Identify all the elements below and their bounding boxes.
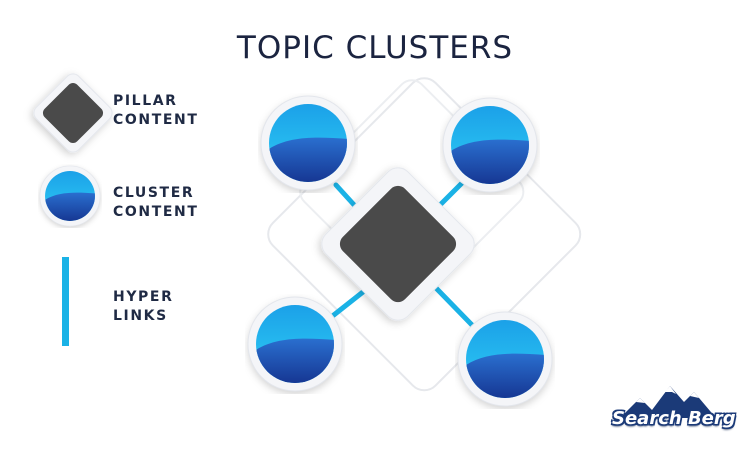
cluster-node-bottom-left	[248, 297, 342, 391]
cluster-node-bottom-right	[458, 312, 552, 406]
legend-links-line2: LINKS	[113, 308, 168, 324]
legend-pillar-label: PILLAR CONTENT	[113, 92, 233, 130]
legend-links-line1: HYPER	[113, 289, 174, 305]
pillar-node	[321, 167, 475, 321]
legend-cluster-icon	[40, 166, 100, 226]
hyperlink-line	[327, 285, 371, 321]
legend-cluster-label: CLUSTER CONTENT	[113, 184, 233, 222]
legend-pillar-line2: CONTENT	[113, 112, 199, 128]
legend-pillar-icon	[33, 73, 113, 153]
legend-pillar-line1: PILLAR	[113, 93, 178, 109]
cluster-node-top-right	[443, 98, 537, 192]
cluster-node-top-left	[261, 96, 355, 190]
mountain-logo-icon	[620, 386, 716, 418]
diagram-title: TOPIC CLUSTERS	[236, 30, 514, 66]
hyperlink-line	[433, 285, 475, 328]
legend-link-bar	[62, 257, 69, 346]
legend-cluster-line2: CONTENT	[113, 204, 199, 220]
legend-cluster-line1: CLUSTER	[113, 185, 195, 201]
legend-links-label: HYPER LINKS	[113, 288, 233, 326]
brand-logo-text: Search Berg	[612, 408, 736, 429]
